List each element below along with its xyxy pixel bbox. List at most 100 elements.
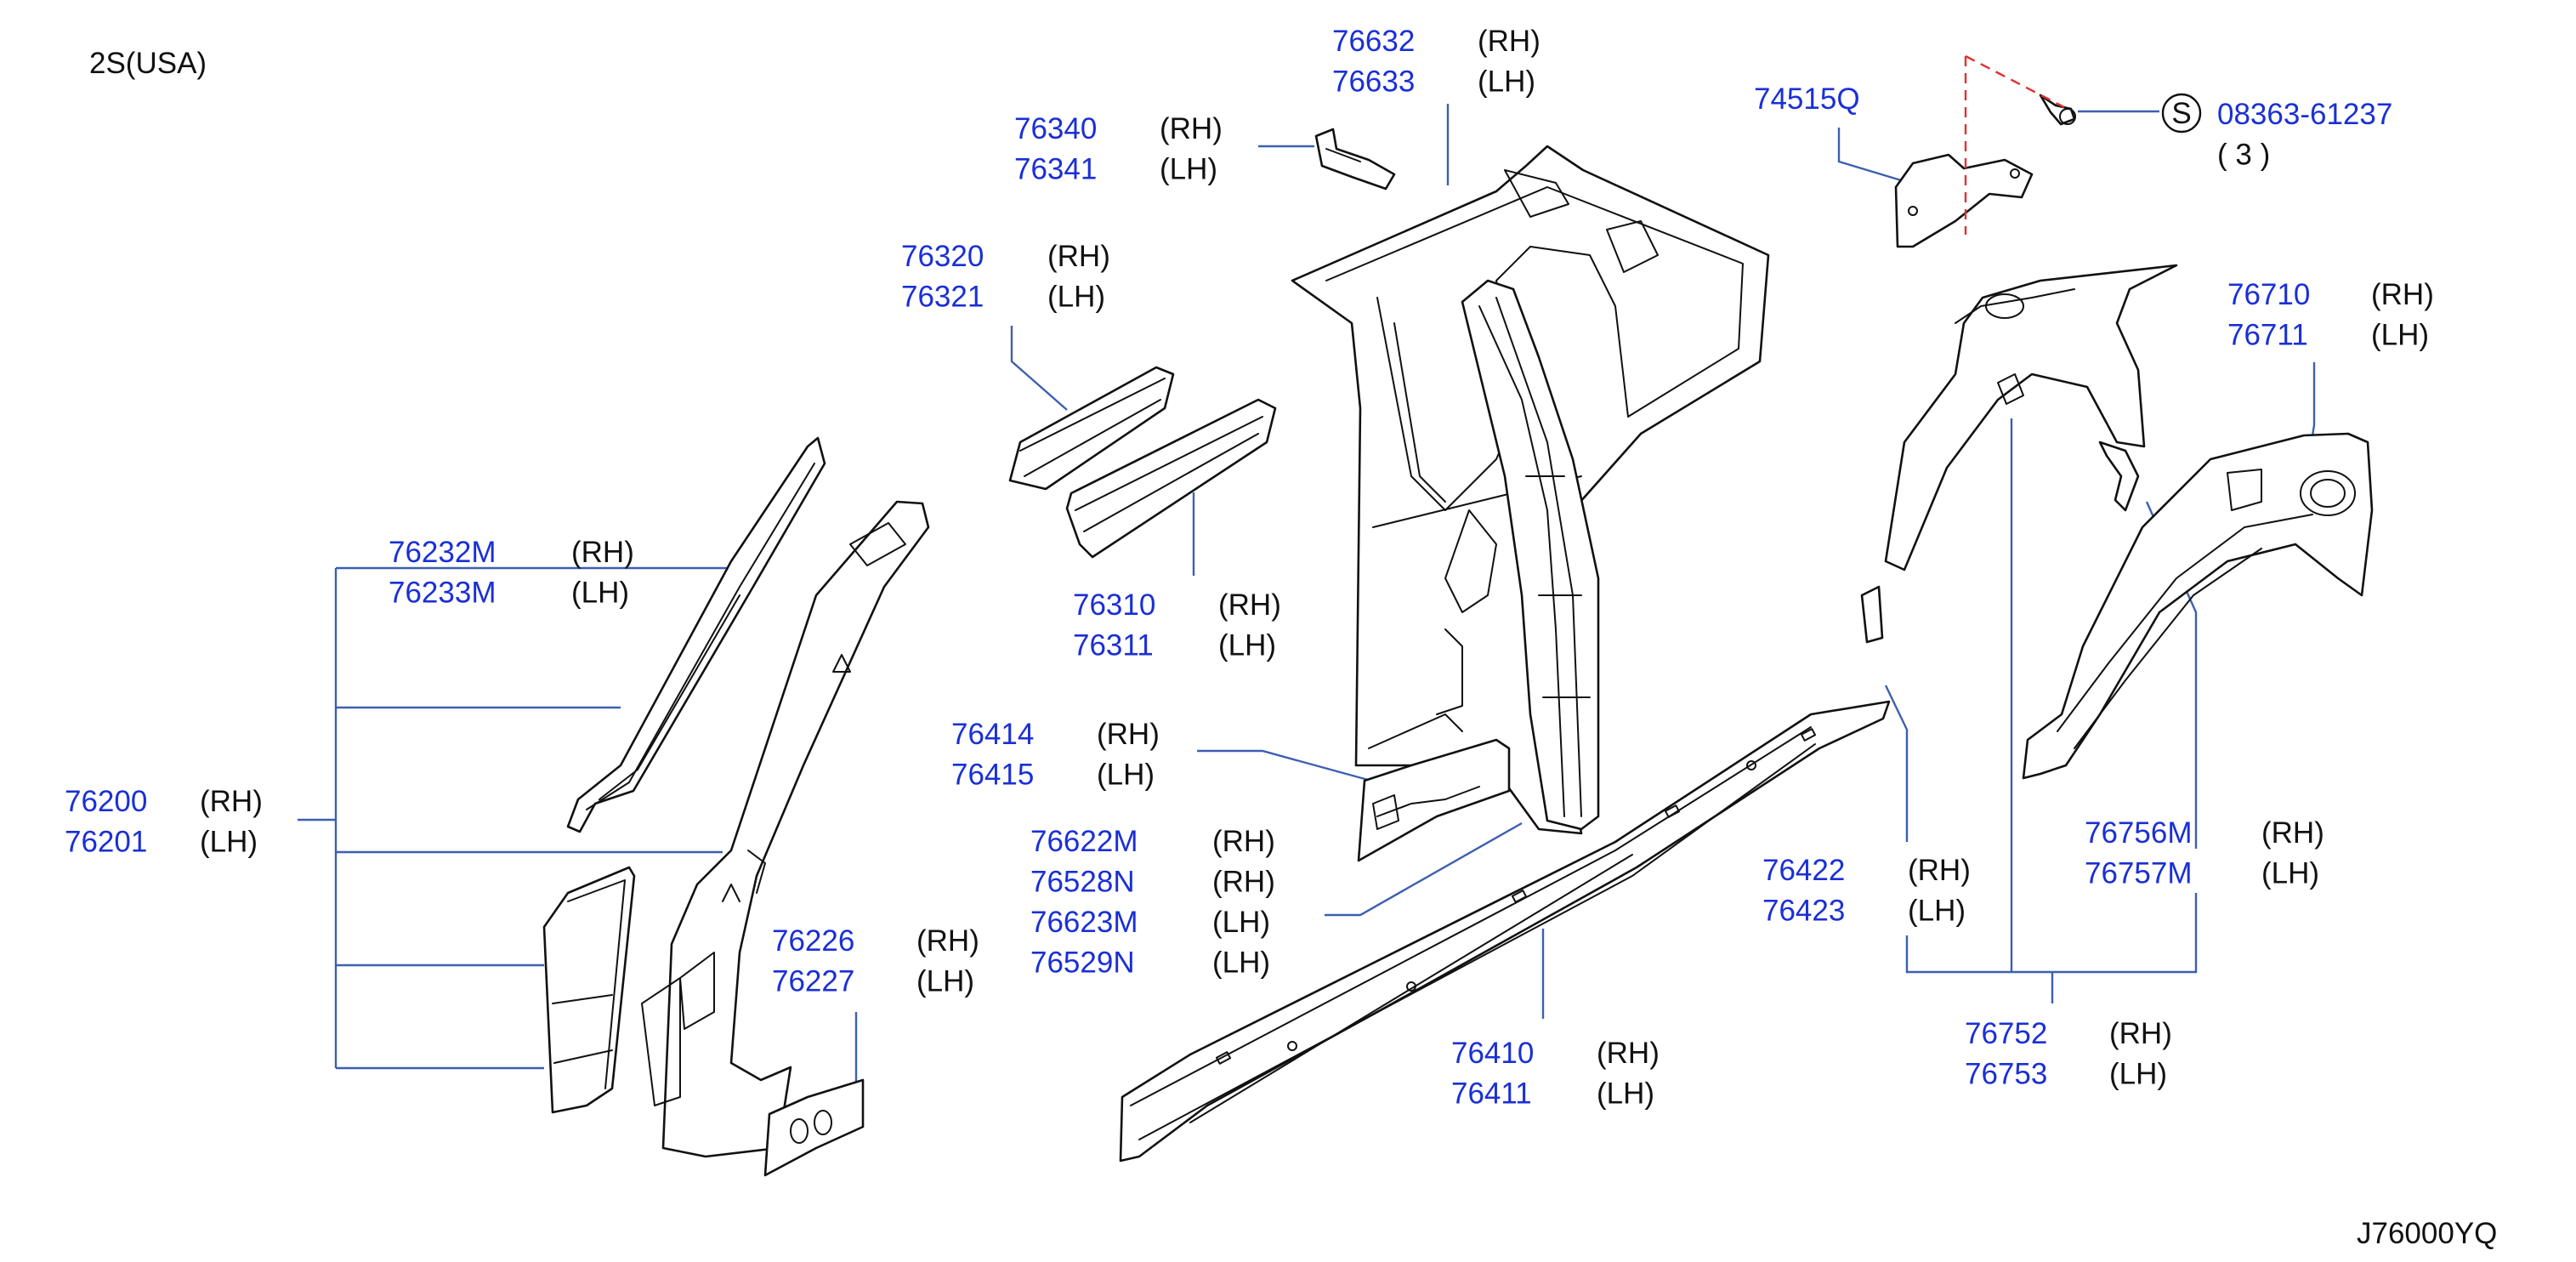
part-number[interactable]: 76423	[1762, 895, 1845, 928]
side-designator: (LH)	[1218, 629, 1276, 662]
sill-outer-part	[1119, 700, 1891, 1163]
windshield-pillar-part	[566, 436, 826, 833]
side-designator: (RH)	[1097, 718, 1160, 751]
part-number[interactable]: 76201	[65, 826, 147, 859]
side-designator: (RH)	[1212, 866, 1275, 899]
callout-76226: 76226 (RH) 76227 (LH)	[772, 924, 979, 998]
quantity-label: ( 3 )	[2217, 139, 2270, 172]
callout-76422: 76422 (RH) 76423 (LH)	[1762, 854, 1971, 928]
variant-label: 2S(USA)	[89, 47, 207, 80]
diagram-code: J76000YQ	[2357, 1217, 2497, 1250]
side-designator: (RH)	[2261, 816, 2324, 850]
part-number[interactable]: 76710	[2227, 278, 2310, 311]
side-designator: (RH)	[1212, 825, 1275, 858]
small-clip-part	[2098, 441, 2140, 512]
center-pillar-part	[1461, 279, 1600, 831]
rear-bracket-part	[1894, 153, 2034, 248]
callout-76320: 76320 (RH) 76321 (LH)	[901, 240, 1110, 314]
part-number[interactable]: 76756M	[2085, 816, 2192, 850]
side-designator: (RH)	[1047, 240, 1110, 273]
part-number[interactable]: 76752	[1965, 1017, 2047, 1050]
front-pillar-part	[641, 500, 930, 1158]
screw-part	[2039, 94, 2076, 126]
small-clip-part-2	[1860, 585, 1884, 644]
part-number[interactable]: 76422	[1762, 854, 1845, 887]
callout-76340: 76340 (RH) 76341 (LH)	[1014, 112, 1223, 186]
part-number[interactable]: 76226	[772, 924, 854, 958]
part-number[interactable]: 76633	[1332, 65, 1415, 99]
part-number[interactable]: 08363-61237	[2217, 98, 2392, 131]
part-number[interactable]: 76415	[951, 759, 1034, 792]
side-designator: (RH)	[1478, 25, 1540, 58]
side-designator: (RH)	[2371, 278, 2434, 311]
callout-76710: 76710 (RH) 76711 (LH)	[2227, 278, 2434, 352]
part-number[interactable]: 76321	[901, 281, 984, 314]
side-designator: (LH)	[2371, 319, 2429, 352]
callout-76414: 76414 (RH) 76415 (LH)	[951, 718, 1160, 792]
leader-lines	[298, 104, 2316, 1082]
part-number[interactable]: 76411	[1451, 1077, 1532, 1111]
side-designator: (RH)	[571, 536, 634, 569]
side-designator: (LH)	[2261, 857, 2319, 890]
part-number[interactable]: 76753	[1965, 1058, 2047, 1091]
callout-74515Q: 74515Q	[1754, 82, 1860, 116]
part-number[interactable]: 76711	[2227, 319, 2308, 352]
side-designator: (LH)	[1478, 65, 1535, 99]
side-designator: (RH)	[1597, 1037, 1660, 1070]
part-number[interactable]: 74515Q	[1754, 82, 1860, 116]
part-number[interactable]: 76233M	[389, 577, 496, 610]
part-number[interactable]: 76414	[951, 718, 1034, 751]
side-designator: (RH)	[916, 924, 979, 958]
part-number[interactable]: 76340	[1014, 112, 1097, 145]
side-designator: (LH)	[1097, 759, 1155, 792]
roof-rail-reinforcement-part	[1008, 366, 1175, 491]
pillar-reinforcement-part	[542, 866, 636, 1114]
wheelhouse-outer-part	[1884, 264, 2178, 571]
callout-08363-61237: 08363-61237 S ( 3 )	[2161, 93, 2392, 172]
side-designator: (RH)	[1218, 588, 1281, 622]
side-designator: (LH)	[916, 965, 974, 998]
side-designator: (LH)	[200, 826, 258, 859]
sill-inner-part	[1357, 738, 1511, 862]
callout-76752: 76752 (RH) 76753 (LH)	[1965, 1017, 2172, 1091]
callout-76756M: 76756M (RH) 76757M (LH)	[2085, 816, 2324, 890]
part-number[interactable]: 76232M	[389, 536, 496, 569]
part-number[interactable]: 76529N	[1030, 946, 1135, 980]
part-number[interactable]: 76410	[1451, 1037, 1534, 1070]
side-designator: (LH)	[1047, 281, 1105, 314]
standard-part-symbol-letter: S	[2171, 97, 2191, 130]
part-number[interactable]: 76622M	[1030, 825, 1138, 858]
callout-76622M: 76622M (RH) 76528N (RH) 76623M (LH) 76529N (LH)	[1030, 825, 1275, 980]
side-designator: (RH)	[2109, 1017, 2172, 1050]
hinge-pillar-patch-part	[763, 1078, 865, 1177]
part-number[interactable]: 76341	[1014, 153, 1097, 186]
side-designator: (LH)	[1212, 906, 1270, 939]
part-number[interactable]: 76311	[1073, 629, 1154, 662]
side-designator: (LH)	[571, 577, 629, 610]
part-number[interactable]: 76320	[901, 240, 984, 273]
side-designator: (LH)	[2109, 1058, 2167, 1091]
side-designator: (LH)	[1212, 946, 1270, 980]
part-number[interactable]: 76623M	[1030, 906, 1138, 939]
callout-labels: 76632 (RH) 76633 (LH) 76340 (RH) 76341 (LH) 7451…	[65, 25, 2434, 1111]
roof-rail-part	[1065, 398, 1277, 559]
side-designator: (RH)	[200, 785, 263, 818]
part-number[interactable]: 76310	[1073, 588, 1155, 622]
small-bracket-part	[1314, 128, 1396, 190]
side-designator: (RH)	[1160, 112, 1223, 145]
part-number[interactable]: 76227	[772, 965, 854, 998]
part-number[interactable]: 76757M	[2085, 857, 2192, 890]
part-number[interactable]: 76528N	[1030, 866, 1135, 899]
side-designator: (RH)	[1908, 854, 1971, 887]
side-designator: (LH)	[1597, 1077, 1654, 1111]
wheelhouse-inner-part	[2022, 432, 2374, 780]
part-number[interactable]: 76632	[1332, 25, 1415, 58]
callout-76310: 76310 (RH) 76311 (LH)	[1073, 588, 1281, 662]
side-designator: (LH)	[1160, 153, 1217, 186]
part-number[interactable]: 76200	[65, 785, 147, 818]
callout-76632: 76632 (RH) 76633 (LH)	[1332, 25, 1540, 99]
callout-76410: 76410 (RH) 76411 (LH)	[1451, 1037, 1660, 1111]
side-designator: (LH)	[1908, 895, 1966, 928]
callout-76232M: 76232M (RH) 76233M (LH)	[389, 536, 634, 610]
